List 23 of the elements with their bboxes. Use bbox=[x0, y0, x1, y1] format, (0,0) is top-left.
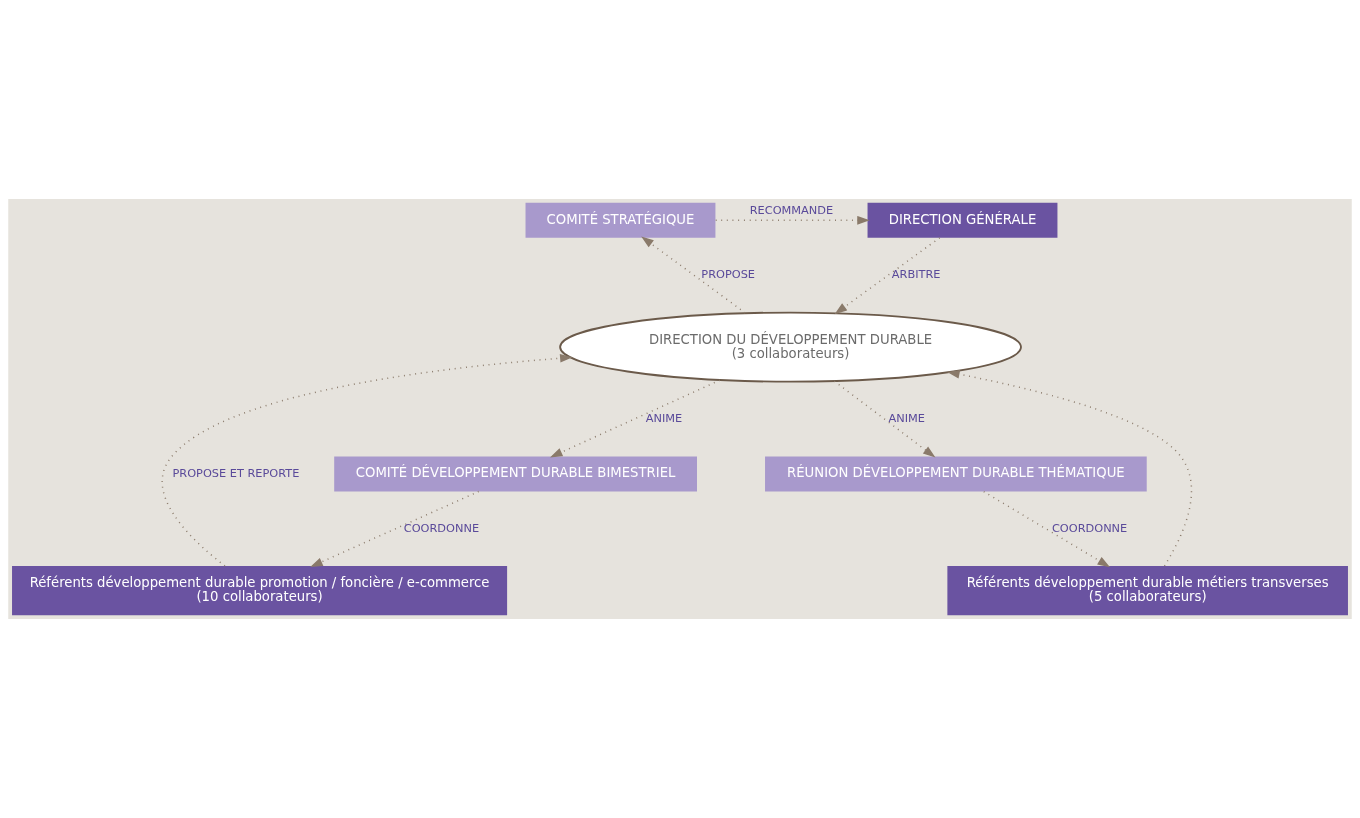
arrow bbox=[983, 490, 1111, 568]
edge-label: COORDONNE bbox=[403, 520, 480, 535]
arrow bbox=[715, 215, 870, 225]
node-box: COMITÉ STRATÉGIQUE bbox=[525, 202, 716, 238]
node-box: RÉUNION DÉVELOPPEMENT DURABLE THÉMATIQUE bbox=[765, 456, 1147, 492]
node-box: Référents développement durable métiers transverses (5 collaborateurs) bbox=[947, 566, 1348, 616]
edge-label: ANIME bbox=[888, 411, 925, 426]
arrow bbox=[310, 490, 480, 567]
node-box: Référents développement durable promotion / foncière / e-commerce (10 collaborateurs) bbox=[12, 566, 508, 616]
edge-label: PROPOSE bbox=[701, 266, 756, 281]
edge-label: ARBITRE bbox=[891, 266, 941, 281]
node-box: COMITÉ DÉVELOPPEMENT DURABLE BIMESTRIEL bbox=[334, 456, 697, 492]
arrow bbox=[833, 380, 936, 458]
edge-label: PROPOSE ET REPORTE bbox=[172, 465, 300, 480]
node-box: DIRECTION GÉNÉRALE bbox=[867, 202, 1058, 238]
arrow bbox=[947, 369, 1193, 567]
arrow bbox=[161, 353, 573, 567]
edge-label: ANIME bbox=[645, 411, 683, 426]
arrow bbox=[834, 237, 941, 315]
arrow bbox=[550, 379, 721, 458]
edge-label: COORDONNE bbox=[1051, 520, 1128, 535]
arrow bbox=[641, 236, 746, 314]
edge-label: RECOMMANDE bbox=[749, 203, 834, 218]
